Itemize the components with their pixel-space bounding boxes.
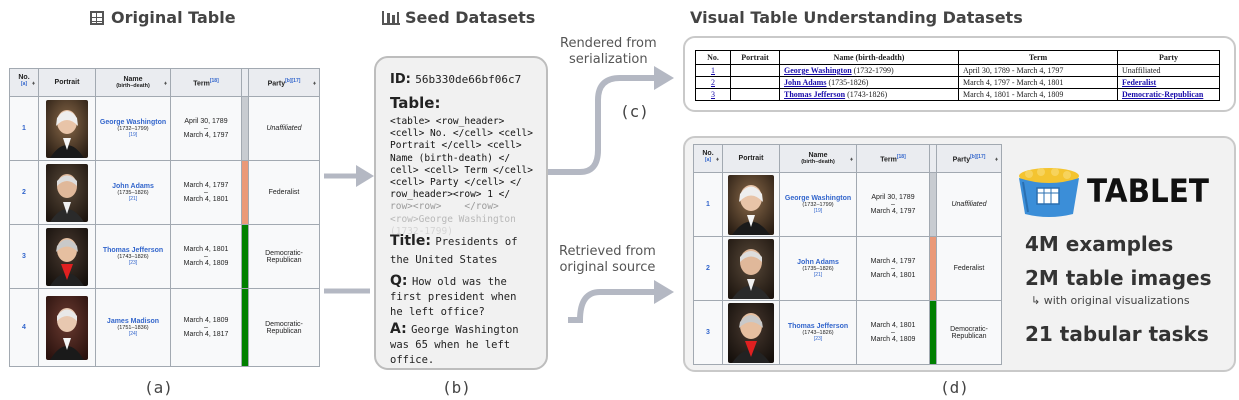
table-row: 1 George Washington(1732–1799)[19] April… [693,172,1002,237]
portrait-adams [728,238,774,299]
table-row: 2 John Adams(1735–1826)[21] March 4, 179… [9,160,320,225]
panel-label-d: (d) [940,378,969,397]
serialization-line-faded: <row>George Washington [390,213,516,225]
portrait-adams [46,163,88,222]
col-portrait: Portrait [38,68,96,97]
serialization-line: cell> <cell> Term </cell> [390,164,533,176]
panel-label-a: (a) [144,378,173,397]
col-term[interactable]: Term[18] [170,68,242,97]
table-row: 2 John Adams(1735–1826)[21] March 4, 179… [693,236,1002,301]
original-table: No.[a]♦ Portrait Name(birth–death)♦ Term… [9,68,320,367]
panel-label-b: (b) [442,378,471,397]
seed-id: ID: 56b330de66bf06c7 [390,72,522,87]
party-color-bar [929,300,937,365]
seed-answer: A: George Washington was 65 when he left… [390,321,519,366]
col-name[interactable]: Name(birth–death)♦ [95,68,171,97]
table-row: 3 Thomas Jefferson(1743–1826)[23] March … [693,300,1002,365]
seed-table-key: Table: [390,94,441,112]
rendered-table-panel: No. Portrait Name (birth-deadth) Term Pa… [683,36,1236,112]
return-arrow-icon: ↳ [1031,294,1041,307]
rendered-table: No. Portrait Name (birth-deadth) Term Pa… [695,50,1220,101]
table-icon [90,11,104,25]
serialization-line: <cell> No. </cell> <cell> [390,128,533,140]
portrait-washington [46,99,88,158]
seed-datasets-header: Seed Datasets [382,8,535,27]
portrait-washington [728,174,774,235]
party-color-bar [929,236,937,301]
tablet-logo-icon [1019,168,1079,217]
col-no[interactable]: No.[a]♦ [9,68,39,97]
portrait-madison [46,295,88,360]
table-row: 3 Thomas Jefferson(1743–1826)[23] March … [9,224,320,289]
original-table-header: Original Table [90,8,236,27]
serialization-line: row_header><row> 1 </ [390,189,511,201]
seed-title: Title: Presidents of the United States [390,233,518,266]
serialization-line-faded: row><row> </row> [390,201,499,213]
stat-examples: 4M examples [1025,232,1174,256]
col-party[interactable]: Party[b][17]♦ [248,68,320,97]
party-color-bar [241,288,249,367]
arrows-a-to-b [324,165,374,294]
serialization-line: Portrait </cell> <cell> [390,140,522,152]
visual-datasets-header: Visual Table Understanding Datasets [690,8,1023,27]
arrows-b-to-cd [548,66,674,323]
party-color-bar [929,172,937,237]
portrait-jefferson [46,227,88,286]
serialization-line: <cell> Party </cell> </ [390,177,522,189]
seed-question: Q: How old was the first president when … [390,273,517,318]
panel-label-c: (c) [620,102,649,121]
stat-tasks: 21 tabular tasks [1025,322,1209,346]
party-color-bar [241,224,249,289]
party-color-bar [241,96,249,161]
party-color-bar [241,160,249,225]
wiki-table: No.[a]♦ Portrait Name(birth–death)♦ Term… [9,68,320,367]
seed-card: ID: 56b330de66bf06c7 Table: <table> <row… [374,56,548,370]
portrait-jefferson [728,302,774,363]
serialization-line: <table> <row_header> [390,116,505,127]
table-row: 3 Thomas Jefferson (1743-1826) March 4, … [695,88,1220,101]
stat-images: 2M table images [1025,266,1212,290]
table-row: 1 George Washington(1732–1799)[19] April… [9,96,320,161]
serialization-line-faded: (1732-1799) [390,225,453,237]
tablet-title: TABLET [1087,172,1209,210]
serialization-line: Name (birth-death) </ [390,152,511,164]
table-row: 2 John Adams (1735-1826) March 4, 1797 -… [695,76,1220,89]
seed-table-serialization: <table> <row_header><cell> No. </cell> <… [390,116,533,238]
books-icon [382,11,400,25]
tablet-panel: No.[a]♦ Portrait Name(birth–death)♦ Term… [683,136,1236,372]
table-row: 1 George Washington (1732-1799) April 30… [695,64,1220,77]
retrieved-table: No.[a]♦ Portrait Name(birth–death)♦ Term… [693,144,1002,365]
stat-note: ↳ with original visualizations [1031,294,1190,307]
table-row: 4 James Madison(1751–1836)[24] March 4, … [9,288,320,367]
